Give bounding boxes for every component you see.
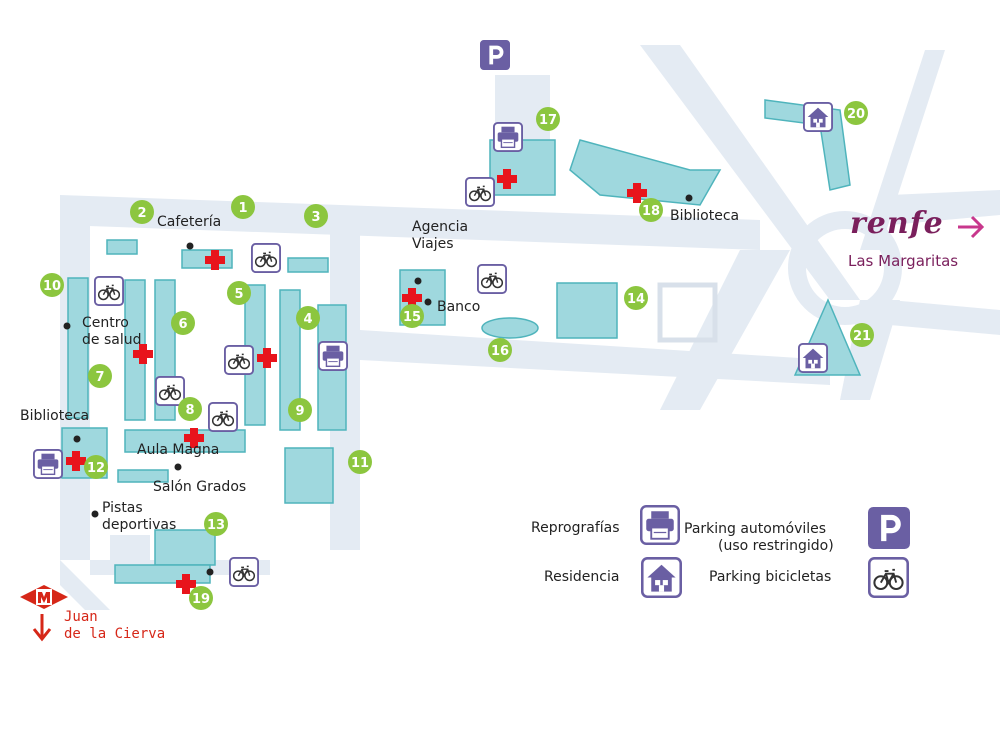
- building-marker-1: [231, 195, 255, 219]
- label-viajes: Viajes: [412, 236, 454, 252]
- metro-icon: [20, 585, 68, 642]
- poi-dots: [63, 194, 693, 576]
- bicycle-parking-icon: [155, 376, 185, 406]
- building-marker-label: 19: [192, 592, 210, 607]
- building-marker-10: [40, 273, 64, 297]
- bicycle-parking-icon: [94, 276, 124, 306]
- residence-icon: [803, 102, 833, 132]
- bicycle-parking-icon: [208, 402, 238, 432]
- building-marker-label: 1: [238, 201, 247, 216]
- label-centro: Centro: [82, 315, 129, 331]
- label-agencia: Agencia: [412, 219, 469, 235]
- building-marker-14: [624, 286, 648, 310]
- building-marker-2: [130, 200, 154, 224]
- legend-parking-auto-sub: (uso restringido): [718, 538, 834, 554]
- car-parking-icon: [480, 40, 510, 70]
- building-marker-label: 11: [351, 456, 369, 471]
- label-biblioteca-north: Biblioteca: [670, 208, 740, 224]
- building-marker-label: 17: [539, 113, 557, 128]
- building-marker-label: 2: [137, 206, 146, 221]
- building-marker-label: 4: [303, 312, 312, 327]
- bicycle-parking-icon: [868, 557, 909, 598]
- building-marker-label: 7: [95, 370, 104, 385]
- label-aula-magna: Aula Magna: [137, 442, 220, 458]
- label-de-salud: de salud: [82, 332, 142, 348]
- building-marker-label: 8: [185, 403, 194, 418]
- label-banco: Banco: [437, 299, 481, 315]
- building-marker-20: [844, 101, 868, 125]
- building-marker-16: [488, 338, 512, 362]
- building-marker-label: 15: [403, 310, 421, 325]
- bicycle-parking-icon: [229, 557, 259, 587]
- square-outline: [657, 282, 718, 343]
- reprography-icon: [318, 341, 348, 371]
- building-marker-label: 18: [642, 204, 660, 219]
- building-marker-19: [189, 586, 213, 610]
- building-marker-17: [536, 107, 560, 131]
- legend-reprografias: Reprografías: [531, 520, 620, 536]
- building-marker-label: 16: [491, 344, 509, 359]
- reprography-icon: [640, 505, 680, 545]
- label-deportivas: deportivas: [102, 517, 177, 533]
- building-marker-label: 14: [627, 292, 645, 307]
- label-cafeteria: Cafetería: [157, 214, 222, 230]
- building-marker-label: 13: [207, 518, 225, 533]
- building-marker-7: [88, 364, 112, 388]
- building-marker-3: [304, 204, 328, 228]
- building-marker-label: 6: [178, 317, 187, 332]
- reprography-icon: [33, 449, 63, 479]
- legend-parking-bici: Parking bicicletas: [709, 569, 832, 585]
- label-biblioteca-west: Biblioteca: [20, 408, 90, 424]
- building-marker-12: [84, 455, 108, 479]
- building-marker-9: [288, 398, 312, 422]
- renfe-logo: renfe: [850, 206, 944, 241]
- residence-icon: [798, 343, 828, 373]
- renfe-arrow-icon: [958, 215, 985, 239]
- building-marker-label: 9: [295, 404, 304, 419]
- building-marker-4: [296, 306, 320, 330]
- label-salon-grados: Salón Grados: [153, 479, 247, 495]
- bicycle-parking-icon: [224, 345, 254, 375]
- building-marker-11: [348, 450, 372, 474]
- building-marker-6: [171, 311, 195, 335]
- building-marker-label: 20: [847, 107, 865, 122]
- building-marker-label: 21: [853, 329, 871, 344]
- residence-icon: [641, 557, 682, 598]
- legend-parking-auto: Parking automóviles: [684, 521, 827, 537]
- bicycle-parking-icon: [465, 177, 495, 207]
- renfe-station-name: Las Margaritas: [848, 252, 959, 270]
- metro-station-line2: de la Cierva: [64, 626, 166, 642]
- building-marker-label: 12: [87, 461, 105, 476]
- building-marker-5: [227, 281, 251, 305]
- building-marker-label: 3: [311, 210, 320, 225]
- bicycle-parking-icon: [477, 264, 507, 294]
- building-marker-18: [639, 198, 663, 222]
- building-marker-13: [204, 512, 228, 536]
- building-marker-8: [178, 397, 202, 421]
- label-pistas: Pistas: [102, 500, 143, 516]
- bicycle-parking-icon: [251, 243, 281, 273]
- building-marker-label: 10: [43, 279, 61, 294]
- reprography-icon: [493, 122, 523, 152]
- building-marker-15: [400, 304, 424, 328]
- legend-residencia: Residencia: [544, 569, 620, 585]
- car-parking-icon: [868, 507, 910, 549]
- building-marker-label: 5: [234, 287, 243, 302]
- building-marker-21: [850, 323, 874, 347]
- metro-station-line1: Juan: [64, 609, 98, 625]
